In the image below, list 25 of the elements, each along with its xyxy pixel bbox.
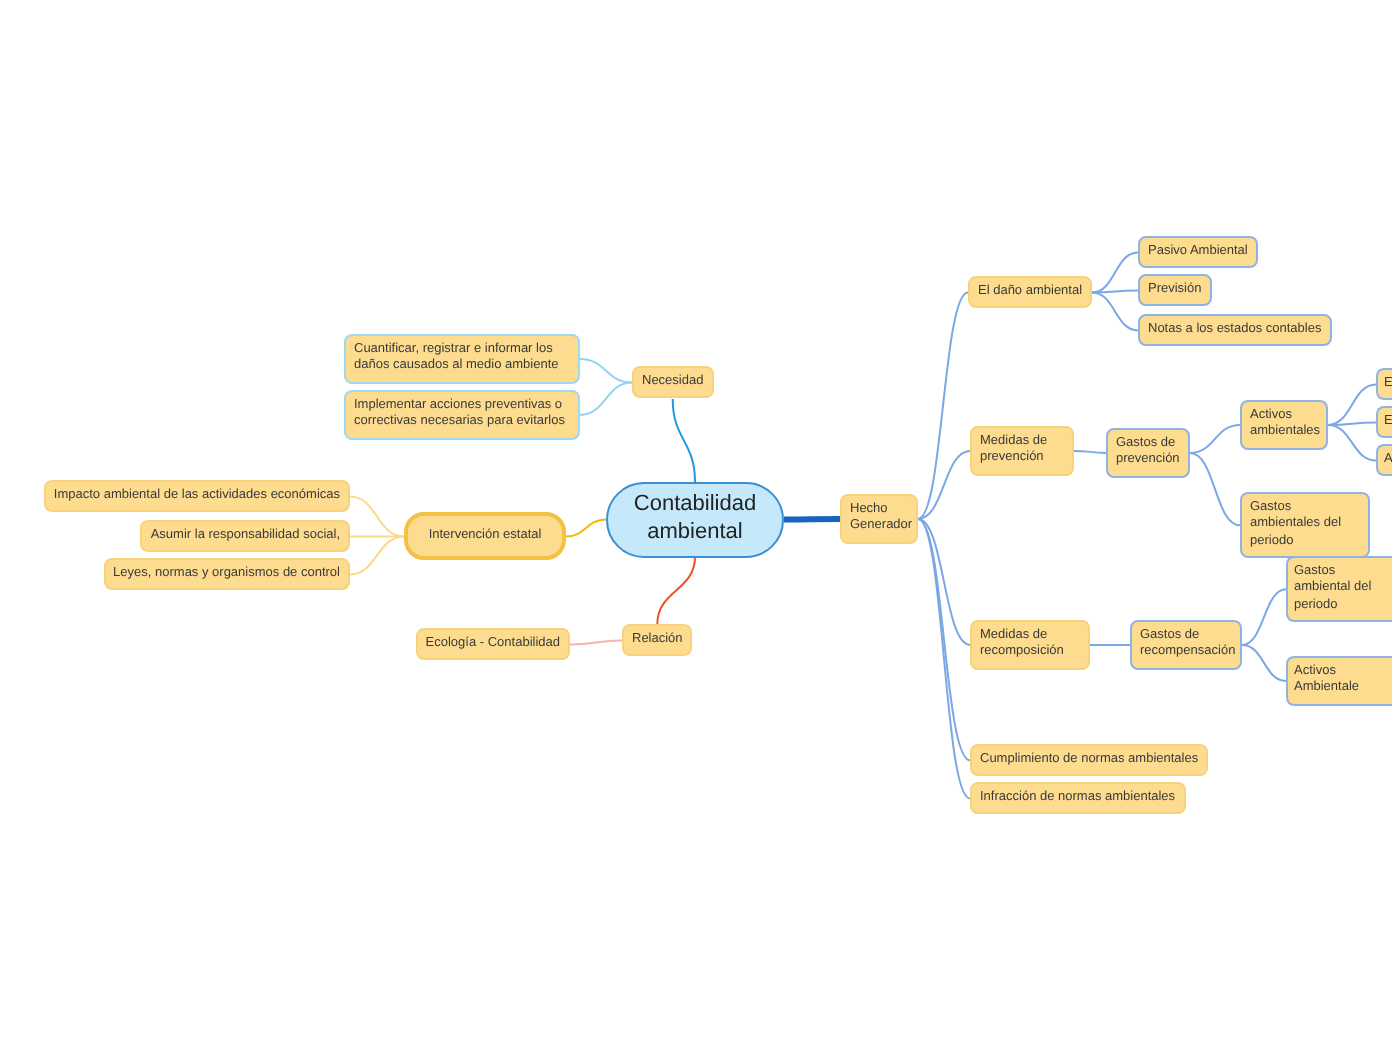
connector-line xyxy=(349,535,405,576)
connector-line xyxy=(569,639,623,646)
connector-line xyxy=(1327,383,1377,426)
connector-line xyxy=(917,449,971,520)
connector-line xyxy=(1189,451,1241,527)
connector-line xyxy=(1241,643,1287,682)
connector-line xyxy=(1089,643,1131,646)
connector-line xyxy=(349,535,405,538)
connector-line xyxy=(579,357,633,384)
connector-line xyxy=(784,515,840,523)
connector-line xyxy=(656,556,696,625)
connector-line xyxy=(1073,449,1107,454)
connector-line xyxy=(1327,423,1377,462)
connector-line xyxy=(1189,423,1241,454)
connector-line xyxy=(917,291,969,520)
central-topic: Contabilidad ambiental xyxy=(606,482,784,557)
connector-line xyxy=(1091,291,1139,332)
connector-line xyxy=(579,381,633,416)
connector-line xyxy=(671,397,696,483)
connector-line xyxy=(917,517,971,646)
connector-line xyxy=(565,518,607,538)
connector-line xyxy=(1327,421,1377,426)
connector-line xyxy=(1241,588,1287,646)
connector-line xyxy=(1091,251,1139,294)
connector-line xyxy=(1091,289,1139,294)
